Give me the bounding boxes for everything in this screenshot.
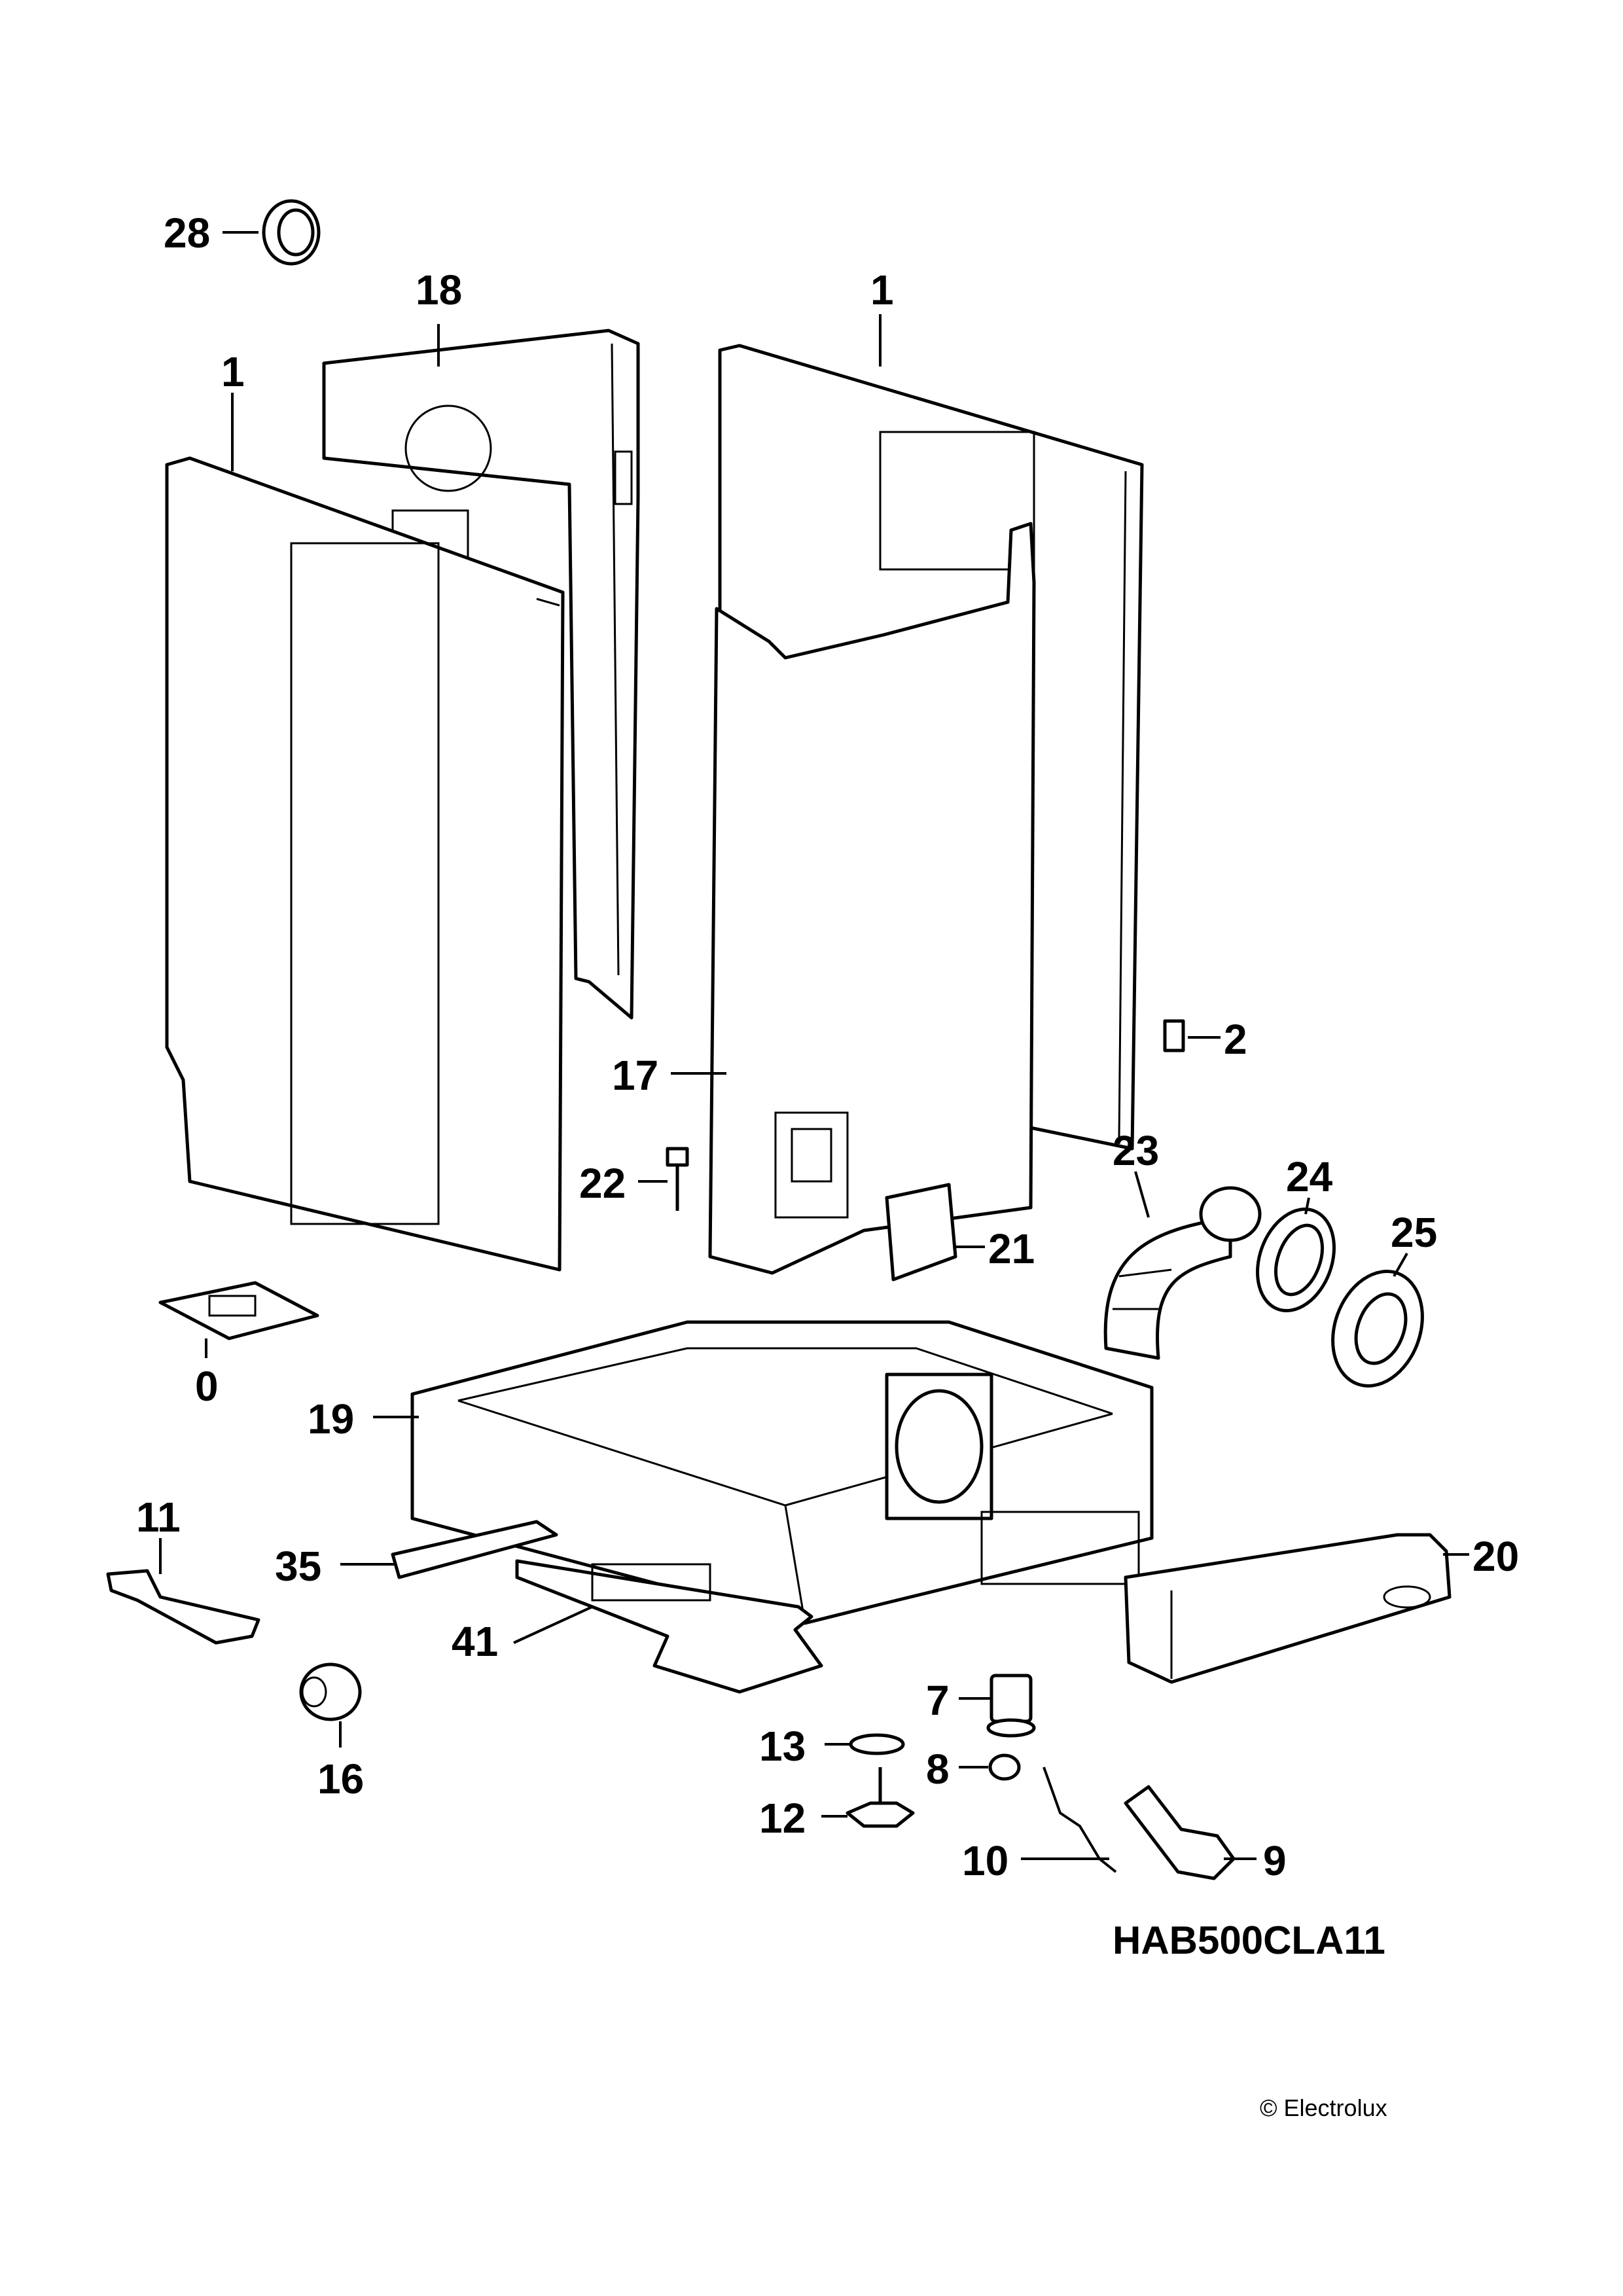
callout-9: 9 — [1263, 1837, 1287, 1884]
callout-23: 23 — [1113, 1127, 1159, 1174]
callout-8: 8 — [926, 1746, 950, 1793]
part-17-front-panel[interactable] — [708, 522, 1036, 1275]
part-2-clip[interactable] — [1163, 1019, 1185, 1052]
part-21-cover[interactable] — [885, 1183, 957, 1282]
part-10-wire-spring[interactable] — [1043, 1767, 1117, 1873]
callout-18: 18 — [416, 266, 462, 314]
part-13-toothed-washer[interactable] — [849, 1733, 905, 1755]
callout-28: 28 — [164, 209, 210, 257]
part-0-plate[interactable] — [158, 1281, 319, 1340]
callout-41: 41 — [452, 1618, 498, 1665]
callout-0: 0 — [195, 1363, 219, 1410]
callout-1-right: 1 — [870, 266, 894, 314]
callout-25: 25 — [1391, 1209, 1437, 1256]
part-20-plinth[interactable] — [1124, 1533, 1452, 1684]
part-8-bushing[interactable] — [988, 1753, 1021, 1781]
part-19-base-frame[interactable] — [410, 1320, 1154, 1625]
callout-10: 10 — [962, 1837, 1008, 1884]
part-23-hose[interactable] — [1103, 1186, 1262, 1360]
callout-35: 35 — [275, 1543, 321, 1590]
part-35-rail[interactable] — [391, 1520, 558, 1579]
part-28-ring[interactable] — [262, 199, 321, 266]
callout-24: 24 — [1286, 1153, 1333, 1200]
callout-13: 13 — [759, 1723, 806, 1770]
callout-2: 2 — [1224, 1016, 1247, 1063]
part-9-lever[interactable] — [1124, 1785, 1236, 1880]
callout-1-left: 1 — [221, 348, 245, 395]
callout-labels: 28 18 1 1 2 17 22 21 23 24 25 0 19 11 35… — [136, 209, 1519, 1884]
part-24-seal-ring[interactable] — [1244, 1198, 1347, 1321]
callout-21: 21 — [988, 1225, 1035, 1272]
callout-16: 16 — [317, 1755, 364, 1803]
callout-17: 17 — [612, 1052, 658, 1099]
callout-19: 19 — [308, 1395, 354, 1443]
part-7-foot[interactable] — [986, 1674, 1036, 1738]
callout-7: 7 — [926, 1677, 950, 1724]
callout-12: 12 — [759, 1795, 806, 1842]
callout-20: 20 — [1472, 1533, 1519, 1580]
part-11-bracket[interactable] — [106, 1569, 260, 1645]
copyright-notice: © Electrolux — [1260, 2094, 1387, 2121]
callout-22: 22 — [579, 1160, 626, 1207]
part-16-caster[interactable] — [299, 1662, 362, 1721]
model-code: HAB500CLA11 — [1113, 1918, 1385, 1962]
part-22-screw[interactable] — [666, 1147, 689, 1211]
part-12-adjustable-foot[interactable] — [846, 1767, 915, 1828]
part-1-left-side-panel[interactable] — [165, 456, 565, 1272]
part-25-end-cap[interactable] — [1317, 1259, 1438, 1399]
callout-11: 11 — [136, 1494, 181, 1541]
leader-lines — [159, 231, 1469, 1860]
